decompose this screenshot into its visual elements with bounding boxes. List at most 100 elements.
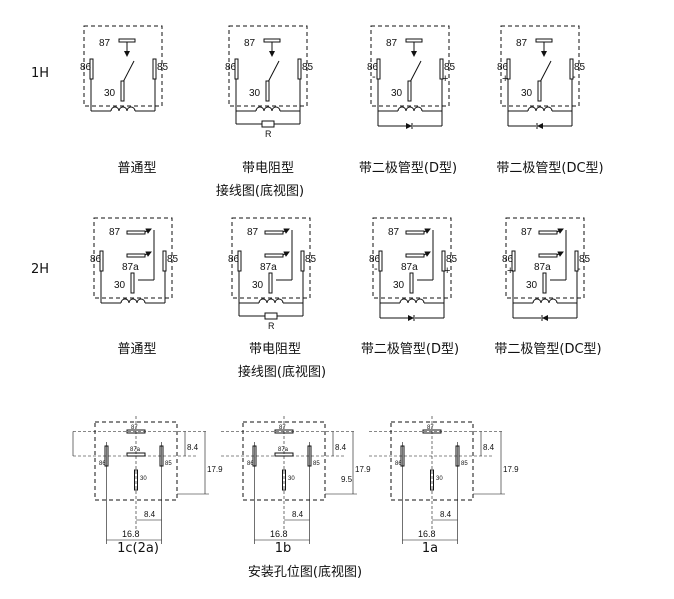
arrow-87a (282, 251, 290, 257)
pin-label-85: 85 (302, 62, 314, 73)
pin-label-87: 87 (386, 38, 398, 49)
caption-mounting: 安装孔位图(底视图) (247, 565, 363, 580)
diode-symbol (537, 123, 543, 129)
relay-outline (370, 25, 450, 107)
pin-label-85: 85 (574, 62, 586, 73)
arrow-87a (556, 251, 564, 257)
mount-pin-label-87a: 87a (278, 447, 289, 453)
arrow-87a (423, 251, 431, 257)
pin-87-bar (118, 38, 136, 43)
coil-symbol (399, 298, 425, 304)
pin-87a-bar (405, 253, 425, 258)
coil-loop (255, 106, 265, 112)
caption-2h-normal: 普通型 (117, 342, 157, 357)
mount-pin-30 (282, 469, 286, 491)
pin-30-bar (130, 272, 135, 294)
relay-outline (505, 217, 585, 299)
caption-1h-diode-d: 带二极管型(D型) (358, 161, 458, 176)
pin-30-bar (268, 272, 273, 294)
coil-loop (399, 298, 409, 304)
caption-2h-diode-d: 带二极管型(D型) (360, 342, 460, 357)
polarity-minus: - (577, 263, 581, 275)
pin-label-30: 30 (252, 280, 264, 291)
pin-label-86: 86 (90, 254, 102, 265)
pin-label-86: 86 (497, 62, 509, 73)
pin-label-30: 30 (104, 88, 116, 99)
mount-pin-label-86: 86 (395, 461, 402, 467)
dim-label-168: 16.8 (270, 529, 288, 539)
polarity-minus: - (374, 263, 378, 275)
pin-label-30: 30 (114, 280, 126, 291)
dim-label-168: 16.8 (418, 529, 436, 539)
coil-symbol (258, 298, 284, 304)
pin-label-86: 86 (228, 254, 240, 265)
coil-loop (118, 106, 128, 112)
pin-label-30: 30 (526, 280, 538, 291)
polarity-minus: - (572, 71, 576, 83)
caption-1h-diode-dc: 带二极管型(DC型) (496, 161, 604, 176)
coil-loop (126, 106, 136, 112)
coil-loop (532, 298, 542, 304)
pin-label-87: 87 (516, 38, 528, 49)
mount-pin-label-85: 85 (461, 461, 468, 467)
mount-label-1c2a: 1c(2a) (117, 541, 159, 556)
resistor-symbol (261, 120, 275, 128)
polarity-minus: - (372, 71, 376, 83)
pin-label-87: 87 (109, 227, 121, 238)
coil-loop (415, 298, 425, 304)
dim-label-84-h: 8.4 (440, 510, 452, 519)
pin-label-87: 87 (247, 227, 259, 238)
polarity-plus: + (502, 73, 508, 85)
pin-label-30: 30 (249, 88, 261, 99)
pin-label-30: 30 (521, 88, 533, 99)
pin-label-87: 87 (388, 227, 400, 238)
relay-1h-diode-dc: 87 86 85 30 + - (497, 25, 586, 129)
pin-label-85: 85 (157, 62, 169, 73)
pin-label-86: 86 (502, 254, 514, 265)
relay-outline (500, 25, 580, 107)
caption-1h-normal: 普通型 (117, 161, 157, 176)
relay-outline (231, 217, 311, 299)
pin-30-bar (537, 80, 542, 102)
coil-symbol (110, 106, 136, 112)
pin-87a-bar (126, 253, 146, 258)
pin-85-bar (297, 58, 302, 80)
mount-pin-label-30: 30 (288, 476, 295, 482)
resistor-symbol (264, 312, 278, 320)
relay-outline (228, 25, 308, 107)
coil-symbol (255, 106, 281, 112)
mount-pin-label-85: 85 (165, 461, 172, 467)
caption-2h-diode-dc: 带二极管型(DC型) (494, 342, 602, 357)
pin-label-85: 85 (446, 254, 458, 265)
diode-symbol (542, 315, 548, 321)
coil-loop (110, 106, 120, 112)
pin-label-87: 87 (521, 227, 533, 238)
coil-loop (397, 106, 407, 112)
mount-pin-label-86: 86 (99, 461, 106, 467)
coil-loop (405, 106, 415, 112)
coil-loop (535, 106, 545, 112)
pin-label-86: 86 (367, 62, 379, 73)
arrow-87 (282, 228, 290, 234)
mount-pin-label-86: 86 (247, 461, 254, 467)
diode-symbol (408, 315, 414, 321)
relay-outline (93, 217, 173, 299)
coil-loop (548, 298, 558, 304)
coil-loop (258, 298, 268, 304)
pin-87a-bar (538, 253, 558, 258)
coil-symbol (527, 106, 553, 112)
pin-87-bar (538, 230, 558, 235)
mount-pin-label-87: 87 (427, 425, 434, 431)
coil-loop (543, 106, 553, 112)
diode-symbol (406, 123, 412, 129)
dim-label-179: 17.9 (355, 465, 371, 474)
coil-loop (128, 298, 138, 304)
dim-label-84-v: 8.4 (187, 443, 199, 452)
resistor-label: R (265, 129, 272, 139)
